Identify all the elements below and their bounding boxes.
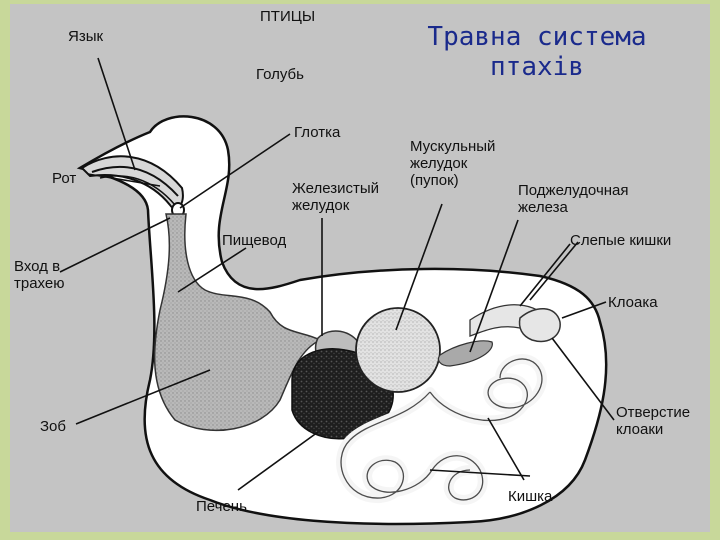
label-muscular-stomach: Мускульный желудок (пупок) bbox=[410, 138, 496, 189]
diagram-panel: ПТИЦЫ Голубь Язык Рот Глотка Мускульный … bbox=[10, 4, 710, 532]
label-trachea-entrance: Вход в трахею bbox=[14, 258, 65, 292]
label-esophagus: Пищевод bbox=[222, 232, 287, 249]
slide-title-line1: Травна система bbox=[427, 22, 647, 52]
label-pancreas: Поджелудочная железа bbox=[518, 182, 629, 216]
label-crop: Зоб bbox=[40, 418, 66, 435]
bird-digestive-illustration bbox=[59, 57, 615, 526]
cloaca-organ bbox=[518, 308, 561, 343]
label-glandular-stomach: Железистый желудок bbox=[292, 180, 380, 214]
leader-lines bbox=[59, 57, 615, 491]
label-caeca: Слепые кишки bbox=[570, 232, 672, 249]
label-mouth: Рот bbox=[52, 170, 77, 187]
gizzard-organ bbox=[355, 307, 441, 393]
label-tongue: Язык bbox=[68, 28, 104, 45]
slide-title: Травна система птахів bbox=[392, 22, 682, 82]
label-birds: ПТИЦЫ bbox=[260, 8, 316, 25]
label-cloaca-opening: Отверстие клоаки bbox=[616, 404, 691, 438]
label-liver: Печень bbox=[196, 498, 247, 515]
label-pigeon: Голубь bbox=[256, 66, 304, 83]
label-intestine: Кишка bbox=[508, 488, 553, 505]
pancreas-organ bbox=[437, 340, 493, 367]
label-pharynx: Глотка bbox=[294, 124, 341, 141]
slide-title-line2: птахів bbox=[490, 52, 584, 82]
label-cloaca: Клоака bbox=[608, 294, 658, 311]
